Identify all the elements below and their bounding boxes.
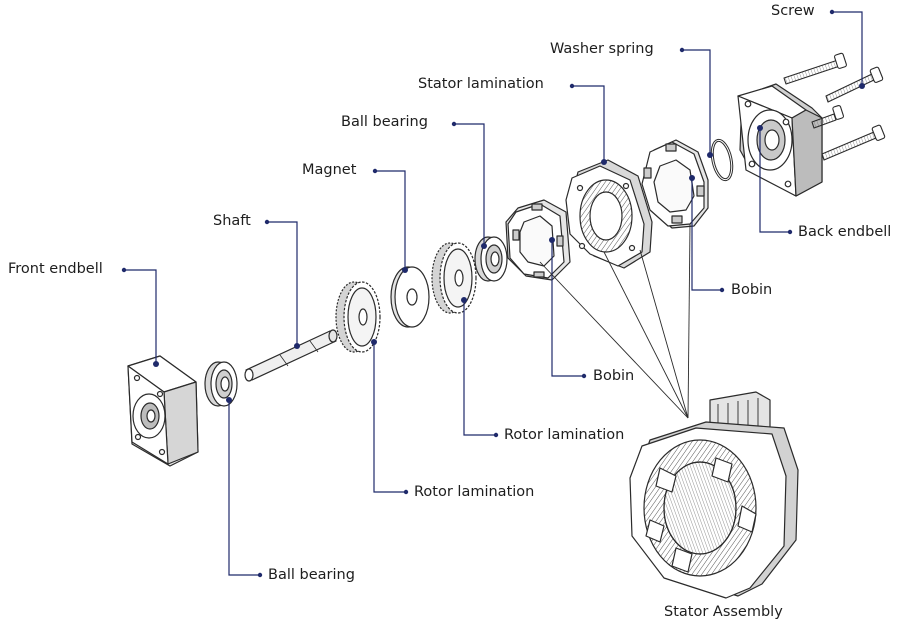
bobin-left-part: [505, 199, 571, 281]
rotor-lamination-right-part: [431, 242, 477, 314]
label-bobin-left: Bobin: [593, 368, 635, 384]
label-stator-assembly: Stator Assembly: [664, 604, 783, 620]
stator-lamination-part: [565, 159, 653, 269]
label-rotor-lamination-upper: Rotor lamination: [504, 427, 625, 443]
label-ball-bearing-top: Ball bearing: [341, 114, 428, 130]
label-screw: Screw: [771, 3, 815, 19]
label-ball-bearing-bottom: Ball bearing: [268, 567, 355, 583]
front-ball-bearing-part: [204, 361, 238, 407]
label-stator-lamination: Stator lamination: [418, 76, 544, 92]
front-endbell-part: [127, 355, 199, 467]
leader-lines: [124, 11, 863, 576]
label-rotor-lamination-lower: Rotor lamination: [414, 484, 535, 500]
label-washer-spring: Washer spring: [550, 41, 654, 57]
leader-dots: [121, 9, 865, 578]
label-shaft: Shaft: [213, 213, 251, 229]
magnet-part: [390, 266, 430, 328]
label-back-endbell: Back endbell: [798, 224, 892, 240]
shaft-part: [244, 329, 338, 382]
assembly-convergence-lines: [539, 223, 691, 419]
screws-part: [783, 52, 886, 161]
washer-spring-part: [710, 138, 734, 182]
label-bobin-right: Bobin: [731, 282, 773, 298]
label-front-endbell: Front endbell: [8, 261, 103, 277]
rotor-lamination-left-part: [335, 281, 381, 353]
rear-ball-bearing-part: [474, 236, 508, 282]
bobin-right-part: [641, 139, 709, 229]
back-endbell-part: [737, 83, 823, 197]
label-magnet: Magnet: [302, 162, 357, 178]
stator-assembly-part: [629, 391, 799, 599]
